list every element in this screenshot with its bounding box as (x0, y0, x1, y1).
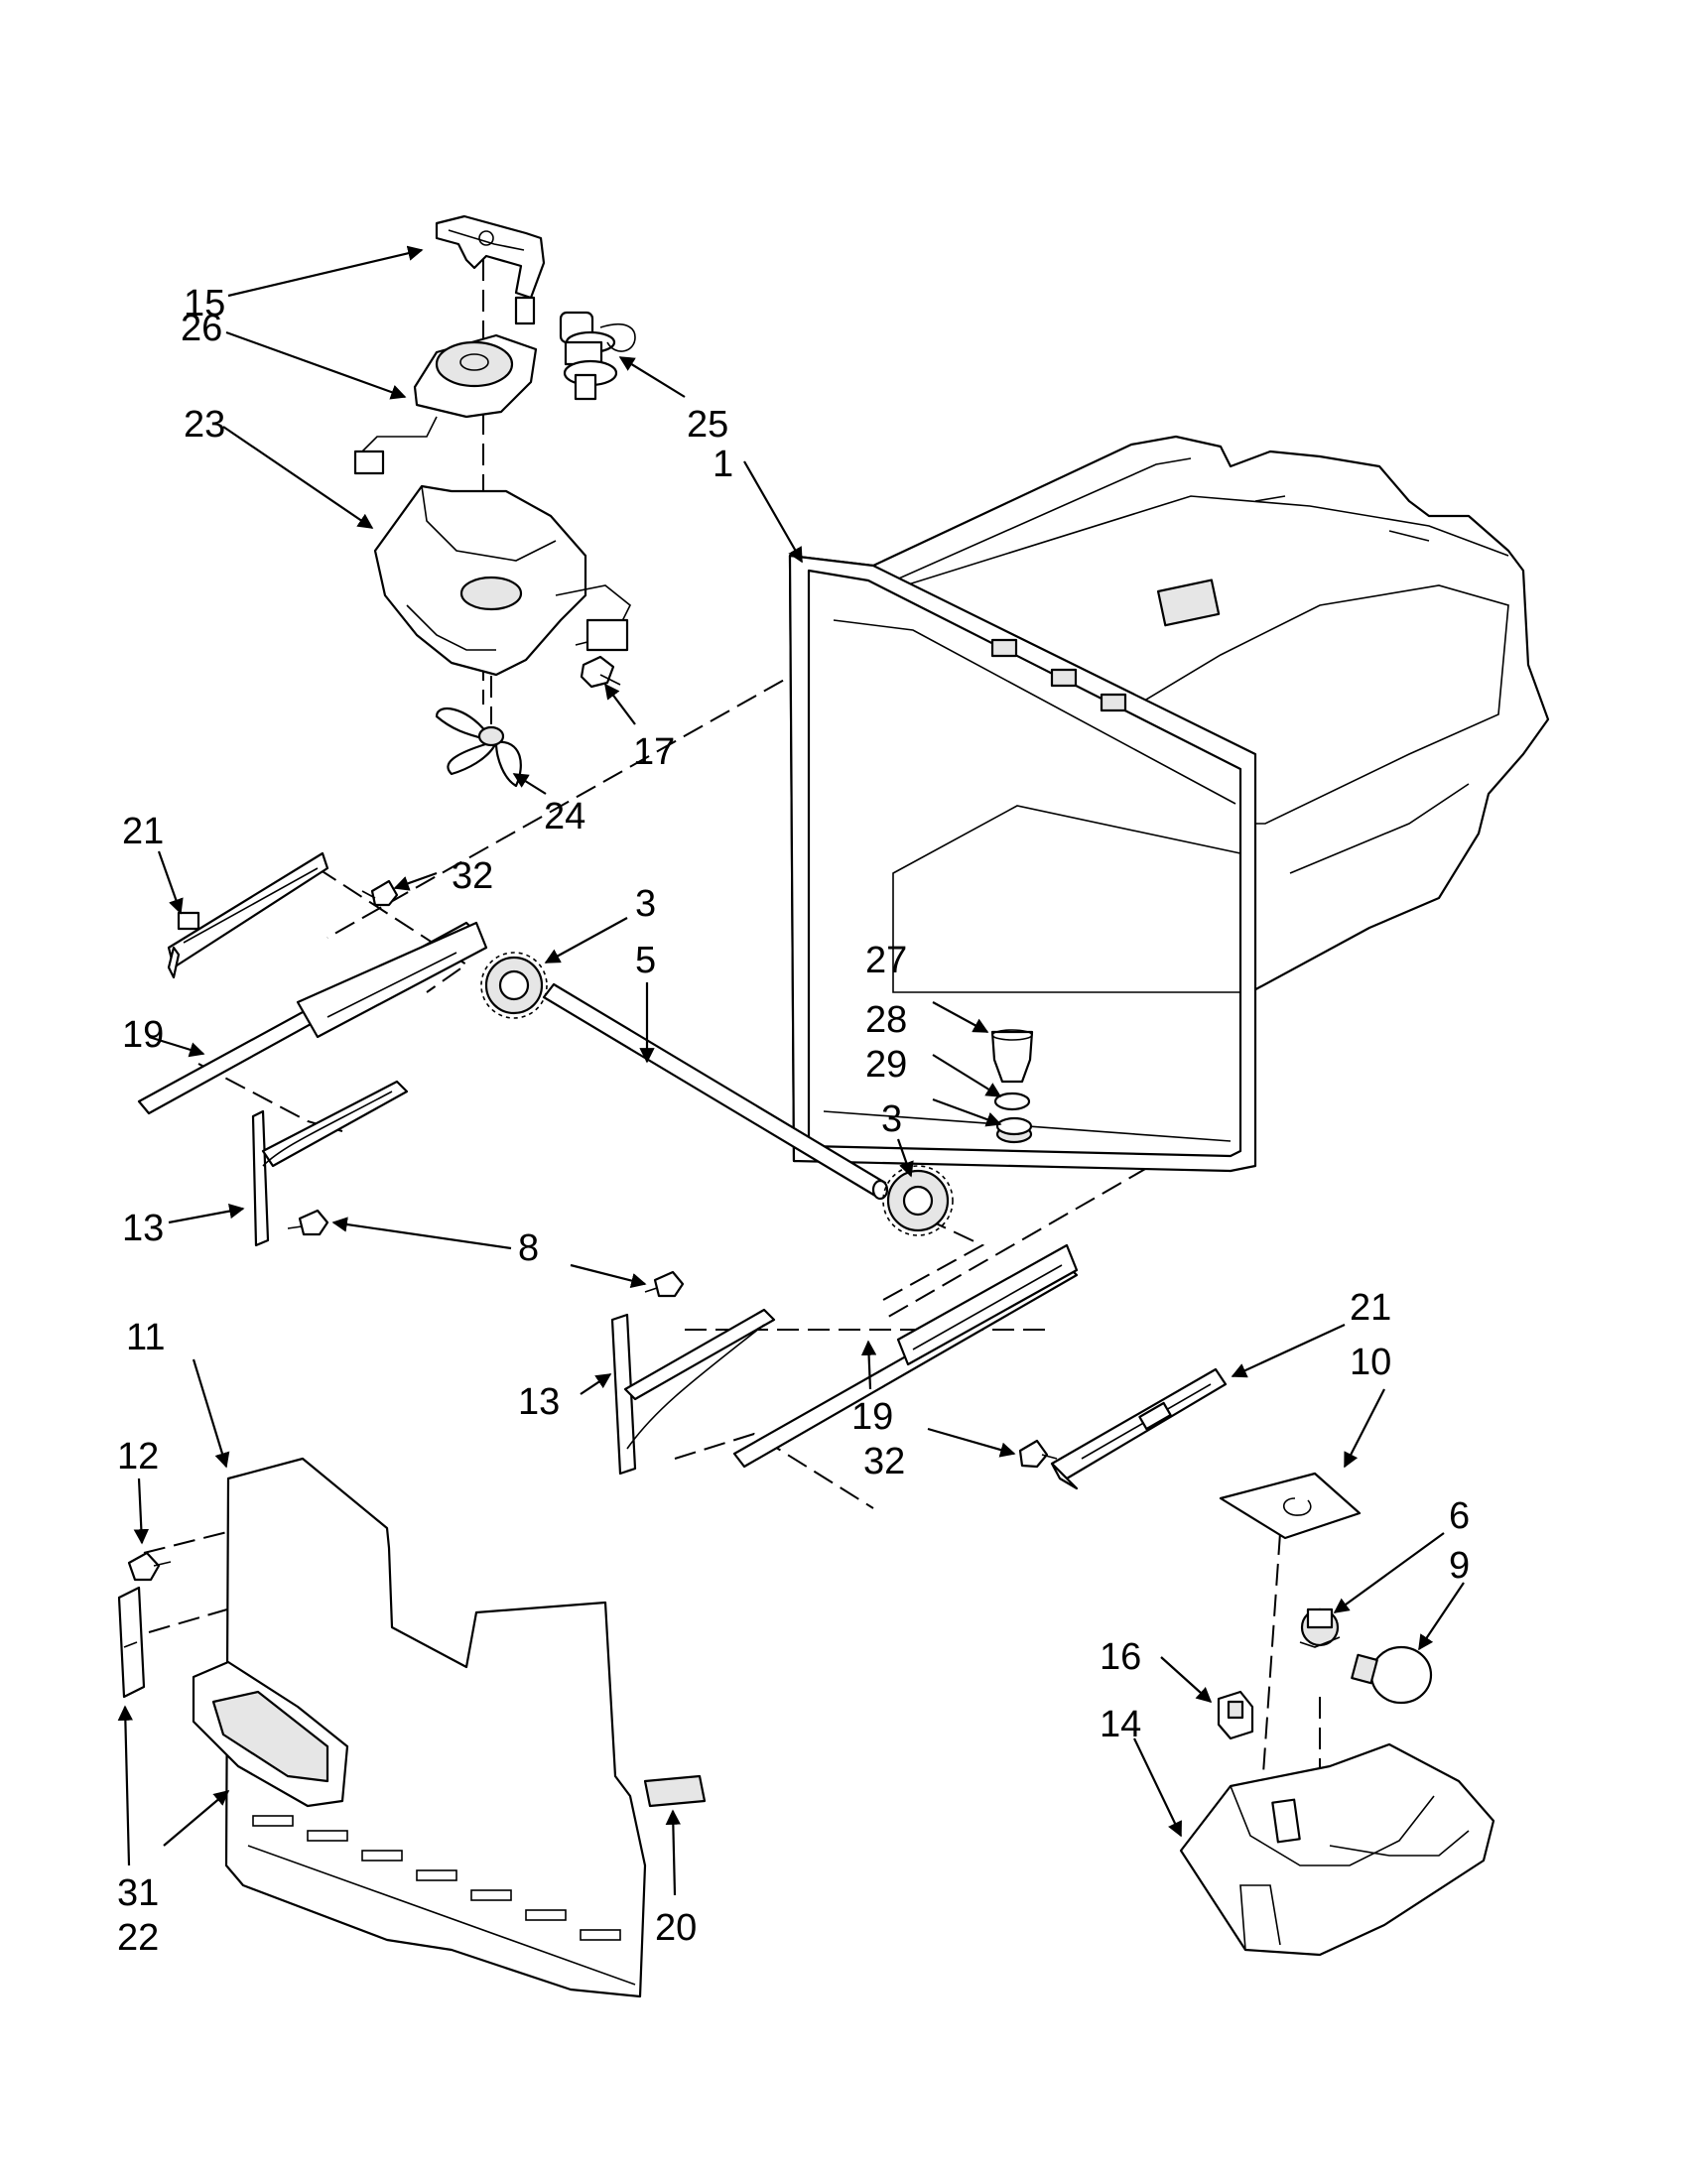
screw-8-part (287, 1209, 685, 1298)
bracket-13-upper-part (251, 1080, 409, 1247)
label-10-part (1219, 1472, 1362, 1540)
callout-15: 15 (184, 283, 225, 324)
panel-11-part (224, 1457, 647, 1998)
callout-32: 32 (452, 855, 493, 897)
screw-32-upper-part (361, 879, 399, 907)
screw-17-part (580, 655, 621, 689)
callout-24: 24 (544, 796, 585, 837)
callout-12: 12 (117, 1436, 159, 1477)
callout-13: 13 (122, 1208, 164, 1249)
callout-6: 6 (1449, 1495, 1470, 1537)
rail-21-lower-part (1050, 1367, 1228, 1490)
callout-14: 14 (1100, 1704, 1141, 1745)
slide-19-upper-part (137, 921, 488, 1115)
callout-26: 26 (181, 308, 222, 349)
callout-20: 20 (655, 1907, 697, 1949)
screw-32-lower-part (1018, 1439, 1058, 1469)
callout-1: 1 (713, 444, 733, 485)
light-housing-part (1179, 1742, 1495, 1957)
callout-25: 25 (687, 404, 728, 446)
callout-22: 22 (117, 1917, 159, 1959)
fan-blade-part (435, 707, 522, 788)
callout-9: 9 (1449, 1545, 1470, 1587)
callout-3: 3 (635, 883, 656, 925)
fan-motor-part (353, 333, 538, 475)
rail-21-upper-part (167, 851, 329, 979)
light-bulb-part (1351, 1645, 1433, 1705)
fan-bracket-part (435, 214, 546, 325)
shaft-part (542, 982, 889, 1201)
bracket-13-lower-part (610, 1308, 776, 1476)
screw-12-part (127, 1551, 172, 1582)
foam-strip-20-part (643, 1774, 707, 1808)
callout-11: 11 (126, 1317, 165, 1358)
callout-13: 13 (518, 1381, 560, 1423)
callout-28: 28 (865, 999, 907, 1041)
grille-22-part (192, 1660, 349, 1808)
gear-3-lower-part (882, 1165, 954, 1236)
bracket-31-part (117, 1586, 146, 1699)
callout-21: 21 (122, 811, 164, 852)
callout-21: 21 (1350, 1287, 1391, 1329)
callout-17: 17 (633, 731, 675, 773)
callout-19: 19 (122, 1014, 164, 1056)
gear-3-upper-part (480, 952, 548, 1019)
washer-28-part (993, 1092, 1031, 1111)
callout-3: 3 (881, 1098, 902, 1140)
bushing-29-part (995, 1116, 1033, 1144)
callout-29: 29 (865, 1044, 907, 1086)
leader-arrows (117, 245, 1465, 1896)
fan-housing-part (373, 484, 632, 677)
callout-8: 8 (518, 1227, 539, 1269)
callout-23: 23 (184, 404, 225, 446)
slide-19-lower-part (732, 1243, 1079, 1469)
callout-31: 31 (117, 1872, 159, 1914)
callout-19: 19 (851, 1396, 893, 1438)
thermistor-part (559, 311, 636, 401)
callout-labels: 15 26 23 25 1 17 24 21 32 3 5 19 27 28 2… (117, 283, 1470, 1959)
panel-vent-slots (252, 1815, 621, 1941)
lamp-socket-part (1299, 1607, 1341, 1648)
drawer-bin-part (788, 435, 1550, 1173)
callout-27: 27 (865, 940, 907, 981)
callout-5: 5 (635, 940, 656, 981)
callout-10: 10 (1350, 1342, 1391, 1383)
callout-32: 32 (863, 1441, 905, 1482)
roller-27-part (990, 1029, 1034, 1084)
switch-16-part (1217, 1690, 1254, 1740)
callout-16: 16 (1100, 1636, 1141, 1678)
